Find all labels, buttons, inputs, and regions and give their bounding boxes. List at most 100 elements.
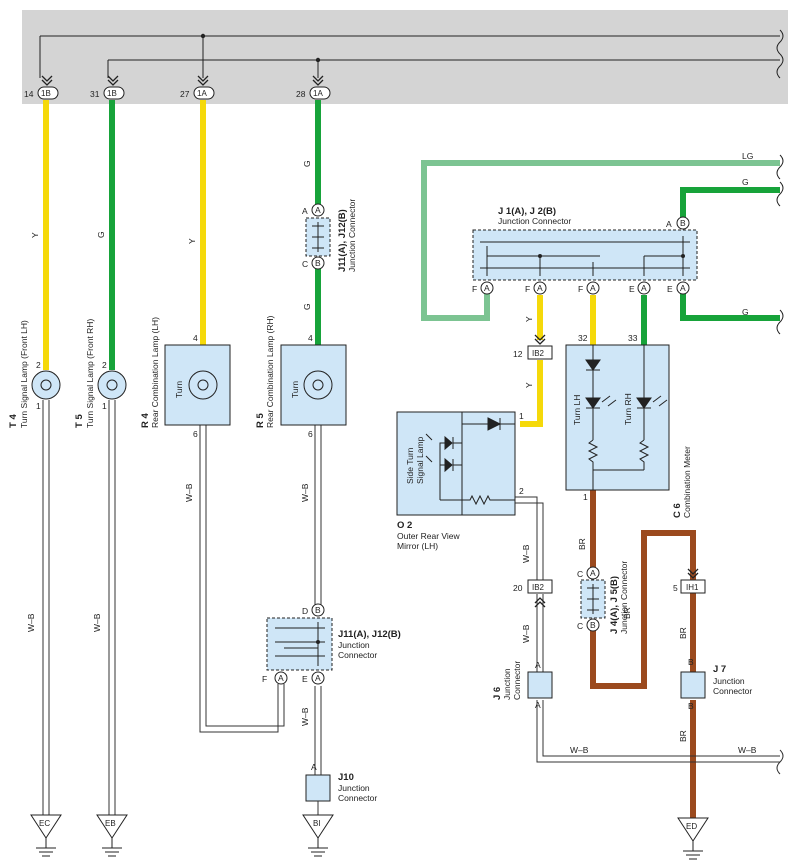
wire-label-wb-2: W–B bbox=[92, 613, 102, 632]
j11-top-sub: Junction Connector bbox=[347, 199, 357, 272]
svg-text:A: A bbox=[302, 206, 308, 216]
svg-text:C: C bbox=[577, 621, 583, 631]
wire-label-y-2: Y bbox=[187, 238, 197, 244]
t5-name: Turn Signal Lamp (Front RH) bbox=[85, 319, 95, 428]
svg-text:Junction: Junction bbox=[338, 783, 370, 793]
t4-pin-bottom: 1 bbox=[36, 401, 41, 411]
svg-text:Signal Lamp: Signal Lamp bbox=[415, 436, 425, 484]
svg-text:A: A bbox=[590, 568, 596, 578]
top-code-1a-b: 1A bbox=[313, 89, 323, 98]
wire-label-wb-9: W–B bbox=[738, 745, 757, 755]
wire-label-wb-3: W–B bbox=[184, 483, 194, 502]
r4-name: Rear Combination Lamp (LH) bbox=[150, 317, 160, 428]
svg-text:A: A bbox=[311, 762, 317, 772]
meter-id: C 6 bbox=[672, 503, 683, 518]
svg-text:12: 12 bbox=[513, 349, 523, 359]
j1-label: J 1(A), J 2(B) bbox=[498, 206, 556, 217]
svg-text:B: B bbox=[315, 258, 321, 268]
wire-label-wb-7: W–B bbox=[521, 624, 531, 643]
junction-j7: B B J 7 Junction Connector bbox=[680, 657, 752, 711]
top-code-1a-a: 1A bbox=[197, 89, 207, 98]
wire-label-br-2: BR bbox=[622, 607, 632, 619]
wire-label-wb-6: W–B bbox=[521, 544, 531, 563]
svg-text:A: A bbox=[484, 283, 490, 293]
svg-text:A: A bbox=[590, 283, 596, 293]
wire-label-br-1: BR bbox=[577, 538, 587, 550]
wire-label-g-3: G bbox=[302, 303, 312, 310]
ground-ec: EC bbox=[30, 814, 62, 857]
svg-text:A: A bbox=[315, 673, 321, 683]
t4-pin-top: 2 bbox=[36, 360, 41, 370]
top-pin-27: 27 bbox=[180, 89, 190, 99]
r5-pin-top: 4 bbox=[308, 333, 313, 343]
j11-bottom-label: J11(A), J12(B) bbox=[338, 629, 401, 640]
svg-text:Connector: Connector bbox=[512, 661, 522, 700]
wire-label-g-2: G bbox=[302, 160, 312, 167]
svg-text:Connector: Connector bbox=[338, 793, 377, 803]
j4-sub: Junction Connector bbox=[619, 561, 629, 634]
connector-ib2-top: 12 IB2 bbox=[513, 334, 553, 360]
svg-text:20: 20 bbox=[513, 583, 523, 593]
header-bus bbox=[39, 29, 784, 79]
wire-label-y-1: Y bbox=[30, 232, 40, 238]
wire-label-br-3: BR bbox=[678, 627, 688, 639]
svg-text:2: 2 bbox=[519, 486, 524, 496]
wire-label-br-4: BR bbox=[678, 730, 688, 742]
wire-label-g-1: G bbox=[96, 231, 106, 238]
junction-j10: A J10 Junction Connector bbox=[305, 762, 377, 803]
wire-label-wb-8: W–B bbox=[570, 745, 589, 755]
svg-text:EB: EB bbox=[105, 819, 116, 828]
svg-text:B: B bbox=[590, 620, 596, 630]
svg-text:B: B bbox=[315, 605, 321, 615]
wire-label-lg: LG bbox=[742, 151, 753, 161]
svg-text:C: C bbox=[577, 569, 583, 579]
svg-text:D: D bbox=[302, 606, 308, 616]
r4-inner: Turn bbox=[174, 381, 184, 398]
junction-j11-top: A A C B J11(A), J12(B) Junction Connecto… bbox=[302, 199, 357, 272]
top-pin-28: 28 bbox=[296, 89, 306, 99]
header-band bbox=[22, 10, 788, 104]
junction-j6: A A J 6 Junction Connector bbox=[492, 660, 553, 710]
junction-j11-bottom: D B F A E A J11(A), J12(B) Junction Conn… bbox=[262, 603, 401, 685]
svg-text:Connector: Connector bbox=[713, 686, 752, 696]
r4-id: R 4 bbox=[140, 413, 151, 429]
wire-label-g-4: G bbox=[742, 177, 749, 187]
r4-pin-bottom: 6 bbox=[193, 429, 198, 439]
header-arrows bbox=[41, 75, 324, 86]
wire-label-wb-4: W–B bbox=[300, 483, 310, 502]
junction-j1: J 1(A), J 2(B) Junction Connector A B F … bbox=[472, 206, 698, 295]
svg-text:A: A bbox=[315, 205, 321, 215]
ground-eb: EB bbox=[96, 814, 128, 857]
svg-text:A: A bbox=[535, 700, 541, 710]
svg-text:IB2: IB2 bbox=[532, 349, 545, 358]
t5-pin-bottom: 1 bbox=[102, 401, 107, 411]
t5-id: T 5 bbox=[74, 414, 85, 428]
svg-text:Junction: Junction bbox=[713, 676, 745, 686]
right-breaks bbox=[776, 154, 784, 335]
svg-text:O 2: O 2 bbox=[397, 520, 412, 531]
junction-j4: C A C B J 4(A), J 5(B) Junction Connecto… bbox=[577, 561, 629, 634]
svg-text:E: E bbox=[667, 284, 673, 294]
combination-meter-c6: 32 33 1 Turn LH Turn RH C 6 Combination … bbox=[565, 333, 692, 518]
lamp-r4: Turn 4 6 R 4 Rear Combination Lamp (LH) bbox=[140, 317, 231, 439]
wire-label-wb-5: W–B bbox=[300, 707, 310, 726]
wire-label-y-3: Y bbox=[524, 316, 534, 322]
svg-text:J 7: J 7 bbox=[713, 664, 726, 675]
svg-text:J10: J10 bbox=[338, 772, 354, 783]
svg-text:IB2: IB2 bbox=[532, 583, 545, 592]
svg-text:33: 33 bbox=[628, 333, 638, 343]
svg-text:A: A bbox=[680, 283, 686, 293]
svg-text:Turn LH: Turn LH bbox=[572, 395, 582, 425]
yellow-wires bbox=[43, 100, 596, 427]
svg-text:BI: BI bbox=[313, 819, 321, 828]
j4-label: J 4(A), J 5(B) bbox=[609, 576, 620, 634]
wire-label-g-5: G bbox=[742, 307, 749, 317]
top-pin-31: 31 bbox=[90, 89, 100, 99]
r5-pin-bottom: 6 bbox=[308, 429, 313, 439]
svg-text:Outer Rear View: Outer Rear View bbox=[397, 531, 461, 541]
r5-id: R 5 bbox=[255, 413, 266, 429]
r5-inner: Turn bbox=[290, 381, 300, 398]
svg-text:B: B bbox=[688, 657, 694, 667]
wire-label-wb-1: W–B bbox=[26, 613, 36, 632]
